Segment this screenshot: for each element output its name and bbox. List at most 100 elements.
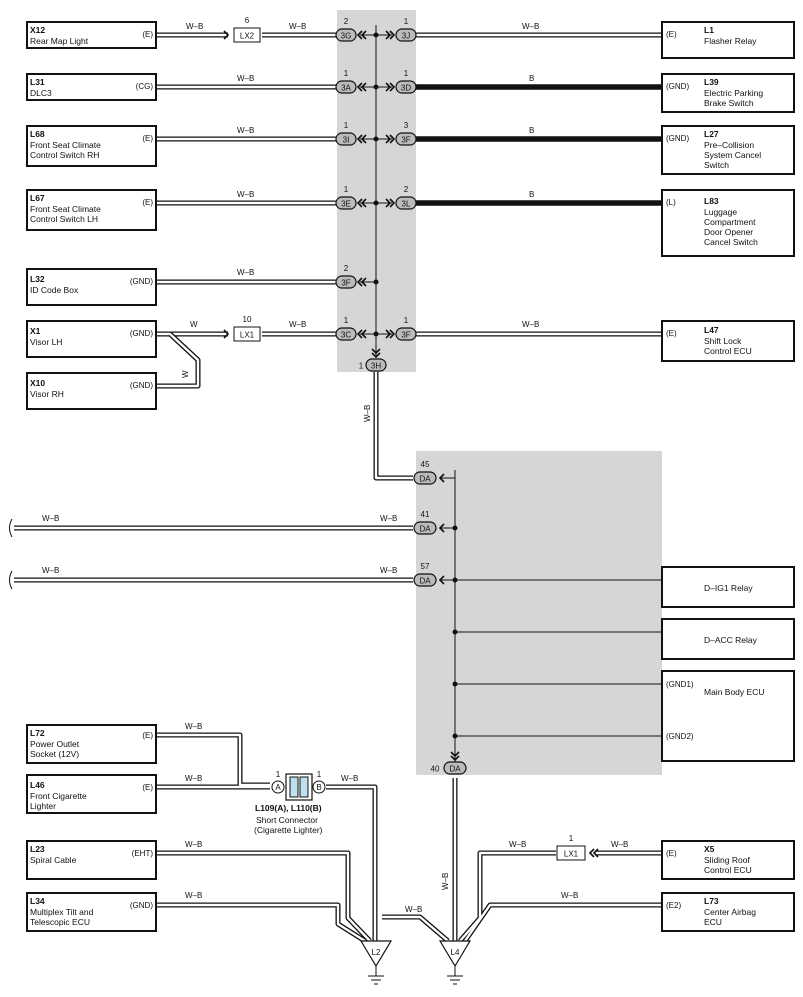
svg-text:W–B: W–B [522, 320, 539, 329]
svg-text:W–B: W–B [561, 891, 578, 900]
svg-text:Shift Lock: Shift Lock [704, 336, 742, 346]
conn-3d: 3D 1 [385, 69, 417, 94]
svg-text:W–B: W–B [185, 840, 202, 849]
wires-wb-inner [14, 33, 662, 943]
ground-l2: L2 [359, 940, 393, 985]
svg-text:W–B: W–B [341, 774, 358, 783]
svg-text:DLC3: DLC3 [30, 88, 52, 98]
conn-da41: DA 41 [413, 510, 445, 535]
component-dacc-relay: D–ACC Relay [661, 618, 795, 660]
svg-text:10: 10 [243, 315, 252, 324]
svg-text:L109(A), L110(B): L109(A), L110(B) [255, 803, 322, 813]
wire-break-mark [9, 570, 13, 590]
svg-text:45: 45 [421, 460, 430, 469]
svg-text:(E): (E) [142, 731, 153, 740]
svg-text:LX1: LX1 [564, 850, 579, 859]
svg-text:1: 1 [569, 834, 574, 843]
svg-text:X1: X1 [30, 326, 41, 336]
svg-text:L46: L46 [30, 780, 45, 790]
svg-text:Electric Parking: Electric Parking [704, 88, 763, 98]
svg-text:1: 1 [344, 185, 349, 194]
svg-text:Multiplex Tilt and: Multiplex Tilt and [30, 907, 94, 917]
svg-text:(E): (E) [142, 30, 153, 39]
svg-text:W–B: W–B [237, 126, 254, 135]
svg-text:(E): (E) [142, 198, 153, 207]
conn-3j: 3J 1 [385, 17, 417, 42]
svg-text:40: 40 [431, 765, 440, 774]
svg-text:(Cigarette Lighter): (Cigarette Lighter) [254, 825, 323, 835]
component-dig1-relay: D–IG1 Relay [661, 566, 795, 608]
conn-3h: 3H 1 [359, 348, 387, 372]
svg-text:1: 1 [344, 121, 349, 130]
svg-text:Brake Switch: Brake Switch [704, 98, 754, 108]
component-x12: X12 Rear Map Light (E) [26, 21, 157, 49]
svg-text:Luggage: Luggage [704, 207, 737, 217]
svg-text:W–B: W–B [185, 891, 202, 900]
svg-text:W–B: W–B [185, 774, 202, 783]
svg-text:1: 1 [404, 69, 409, 78]
component-l1: (E) L1 Flasher Relay [661, 21, 795, 59]
svg-text:System Cancel: System Cancel [704, 150, 761, 160]
svg-text:Control ECU: Control ECU [704, 346, 752, 356]
svg-text:W–B: W–B [237, 190, 254, 199]
component-l32: L32 ID Code Box (GND) [26, 268, 157, 306]
svg-text:L39: L39 [704, 77, 719, 87]
svg-text:Power Outlet: Power Outlet [30, 739, 80, 749]
component-l67: L67 Front Seat Climate Control Switch LH… [26, 189, 157, 231]
svg-text:Lighter: Lighter [30, 801, 56, 811]
svg-text:(E): (E) [666, 849, 677, 858]
svg-text:Socket (12V): Socket (12V) [30, 749, 79, 759]
svg-text:(GND): (GND) [666, 134, 689, 143]
svg-text:6: 6 [245, 16, 250, 25]
svg-text:W–B: W–B [42, 566, 59, 575]
svg-text:Control Switch LH: Control Switch LH [30, 214, 98, 224]
svg-text:3H: 3H [371, 362, 381, 371]
component-x10: X10 Visor RH (GND) [26, 372, 157, 410]
svg-text:DA: DA [449, 765, 461, 774]
svg-text:W–B: W–B [185, 722, 202, 731]
svg-text:L47: L47 [704, 325, 719, 335]
svg-text:Short Connector: Short Connector [256, 815, 318, 825]
svg-text:Compartment: Compartment [704, 217, 756, 227]
svg-text:L73: L73 [704, 896, 719, 906]
component-l73: (E2) L73 Center Airbag ECU [661, 892, 795, 932]
svg-text:B: B [529, 74, 534, 83]
svg-text:1: 1 [359, 362, 364, 371]
svg-text:W–B: W–B [522, 22, 539, 31]
svg-text:L27: L27 [704, 129, 719, 139]
conn-da45: DA 45 [413, 460, 445, 485]
svg-text:Door Opener: Door Opener [704, 227, 753, 237]
svg-text:DA: DA [419, 577, 431, 586]
svg-text:1: 1 [317, 770, 322, 779]
svg-text:X10: X10 [30, 378, 45, 388]
svg-text:W–B: W–B [289, 320, 306, 329]
svg-text:L72: L72 [30, 728, 45, 738]
svg-text:(E2): (E2) [666, 901, 681, 910]
conn-da40: DA 40 [431, 751, 467, 775]
svg-text:W–B: W–B [237, 268, 254, 277]
svg-text:41: 41 [421, 510, 430, 519]
component-l23: L23 Spiral Cable (EHT) [26, 840, 157, 880]
svg-text:B: B [316, 783, 321, 792]
svg-text:(GND): (GND) [666, 82, 689, 91]
svg-text:W–B: W–B [237, 74, 254, 83]
svg-text:3C: 3C [341, 331, 351, 340]
svg-text:Control Switch RH: Control Switch RH [30, 150, 99, 160]
svg-text:Front Cigarette: Front Cigarette [30, 791, 87, 801]
svg-text:(E): (E) [142, 134, 153, 143]
svg-text:DA: DA [419, 525, 431, 534]
svg-text:3G: 3G [341, 32, 352, 41]
conn-3f-lower: 3F 1 [385, 316, 417, 341]
svg-text:(GND): (GND) [130, 329, 153, 338]
svg-text:(CG): (CG) [136, 82, 154, 91]
svg-text:Visor LH: Visor LH [30, 337, 62, 347]
component-l39: (GND) L39 Electric Parking Brake Switch [661, 73, 795, 113]
svg-text:1: 1 [344, 69, 349, 78]
svg-text:(GND): (GND) [130, 277, 153, 286]
svg-text:(GND): (GND) [130, 901, 153, 910]
svg-text:1: 1 [276, 770, 281, 779]
svg-text:3: 3 [404, 121, 409, 130]
conn-da57: DA 57 [413, 562, 445, 587]
svg-text:L4: L4 [451, 948, 460, 957]
svg-text:L32: L32 [30, 274, 45, 284]
